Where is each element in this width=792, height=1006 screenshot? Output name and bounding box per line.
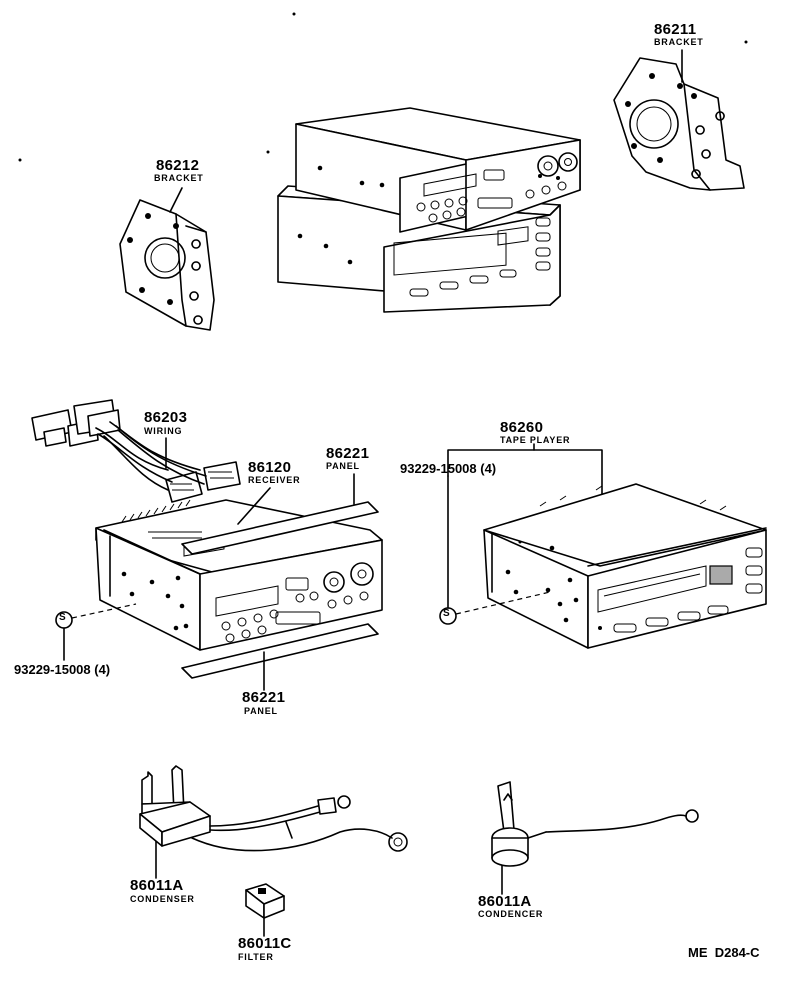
panel-86221-bottom-bar (181, 623, 379, 679)
condenser-left-name: CONDENSER (130, 894, 195, 904)
bracket-left-number: 86212 (156, 157, 200, 174)
bracket-right-name: BRACKET (654, 37, 704, 47)
tape-player-name: TAPE PLAYER (500, 435, 571, 445)
wiring-number: 86203 (144, 409, 188, 426)
screw-symbol-right-letter: S (443, 608, 450, 619)
condenser-right-drawing (491, 781, 699, 867)
panel-top-name: PANEL (326, 461, 360, 471)
condenser-right-number: 86011A (478, 893, 532, 910)
condenser-left-drawing (139, 765, 408, 852)
bracket-86211-drawing (613, 57, 745, 191)
bracket-86212-drawing (119, 199, 215, 331)
receiver-name: RECEIVER (248, 475, 301, 485)
tape-player-number: 86260 (500, 419, 544, 436)
stacked-radio-unit (277, 107, 581, 313)
screw-left-number: 93229-15008 (4) (14, 662, 111, 677)
receiver-drawing (95, 499, 383, 679)
filter-name: FILTER (238, 952, 274, 962)
wiring-name: WIRING (144, 426, 183, 436)
screw-symbol-left-letter: S (59, 612, 66, 623)
bracket-left-name: BRACKET (154, 173, 204, 183)
condenser-left-number: 86011A (130, 877, 184, 894)
receiver-number: 86120 (248, 459, 292, 476)
condenser-right-name: CONDENCER (478, 909, 544, 919)
panel-top-number: 86221 (326, 445, 370, 462)
diagram-reference-code: ME D284-C (688, 945, 760, 960)
leader-lines (63, 49, 683, 937)
bracket-right-number: 86211 (654, 21, 697, 38)
panel-bottom-number: 86221 (242, 689, 286, 706)
panel-86221-top-bar (181, 501, 379, 555)
wiring-harness-drawing (31, 399, 241, 503)
screw-right-number: 93229-15008 (4) (400, 461, 497, 476)
tape-player-drawing (483, 483, 767, 649)
filter-number: 86011C (238, 935, 292, 952)
filter-drawing (245, 883, 285, 919)
panel-bottom-name: PANEL (244, 706, 278, 716)
